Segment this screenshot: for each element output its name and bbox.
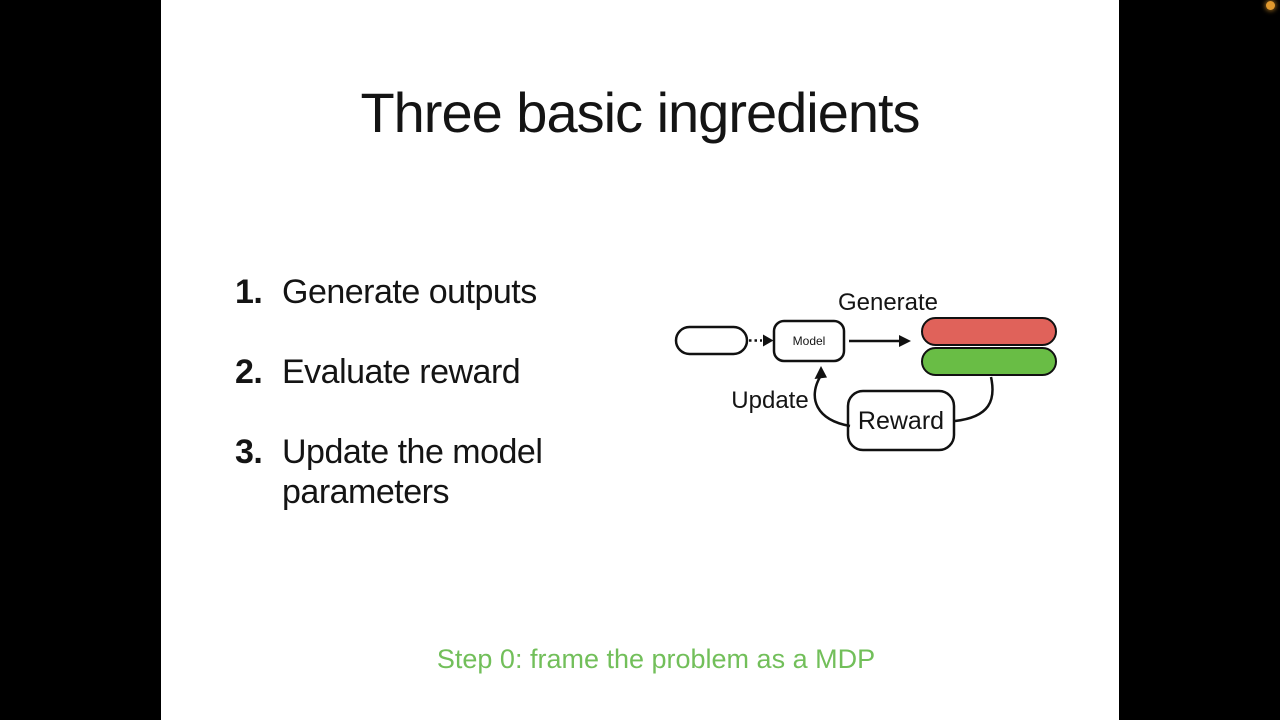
update-arrowhead-icon bbox=[814, 366, 827, 379]
list-item-number: 3. bbox=[235, 433, 263, 471]
ingredients-list: 1. Generate outputs 2. Evaluate reward 3… bbox=[235, 272, 582, 552]
rl-loop-diagram: Generate Model Reward Update bbox=[674, 289, 1057, 452]
update-curve bbox=[813, 376, 851, 428]
generate-arrowhead-icon bbox=[899, 335, 911, 347]
dotted-arrowhead-icon bbox=[763, 334, 774, 347]
model-box-label: Model bbox=[793, 334, 826, 348]
slide-title: Three basic ingredients bbox=[360, 81, 920, 144]
list-item-number: 1. bbox=[235, 273, 263, 311]
model-box bbox=[772, 319, 846, 363]
reward-box bbox=[846, 389, 956, 452]
list-item-text: Generate outputs bbox=[282, 273, 537, 311]
list-item: 3. Update the model parameters bbox=[235, 432, 582, 512]
footer-note: Step 0: frame the problem as a MDP bbox=[436, 644, 876, 674]
prompt-pill bbox=[674, 325, 749, 356]
recording-indicator-dot bbox=[1266, 1, 1275, 10]
list-item-text: Evaluate reward bbox=[282, 353, 521, 391]
update-label: Update bbox=[731, 387, 808, 414]
list-item-text: Update the model parameters bbox=[282, 433, 543, 511]
list-item: 1. Generate outputs bbox=[235, 272, 582, 312]
list-item: 2. Evaluate reward bbox=[235, 352, 582, 392]
outputs-to-reward-curve bbox=[954, 376, 994, 423]
reward-box-label: Reward bbox=[858, 407, 944, 435]
output-bar-red bbox=[921, 317, 1057, 346]
generate-label: Generate bbox=[838, 289, 938, 316]
list-item-number: 2. bbox=[235, 353, 263, 391]
slide: Three basic ingredients 1. Generate outp… bbox=[161, 0, 1119, 720]
output-bar-green bbox=[921, 347, 1057, 376]
